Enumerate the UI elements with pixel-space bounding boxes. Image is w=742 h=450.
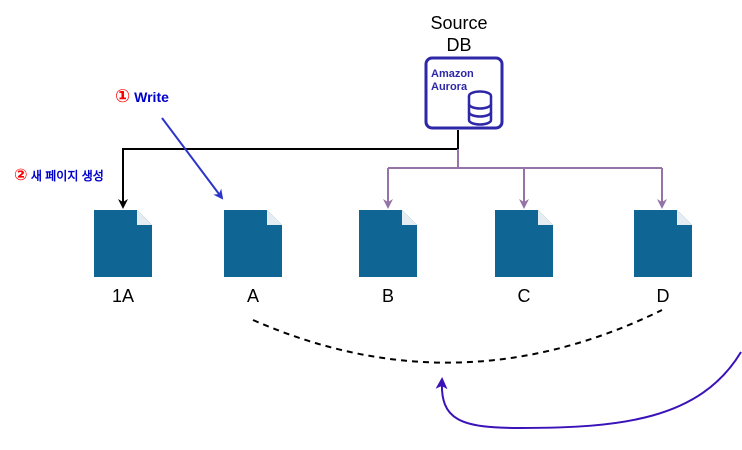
step2-label: ② 새 페이지 생성: [14, 165, 104, 185]
step1-number: ①: [115, 86, 131, 106]
write-arrow: [161, 117, 224, 200]
document-label-1a: 1A: [111, 286, 135, 306]
page-fold-icon: [677, 210, 692, 225]
document-1a: [94, 210, 152, 277]
step2-number: ②: [14, 167, 28, 184]
step1-label: ① Write: [115, 86, 169, 107]
new-page-connector: [118, 130, 459, 209]
source-db-line1: Source: [430, 13, 488, 33]
document-label-a: A: [246, 286, 259, 306]
aurora-logo-line1: Amazon: [431, 68, 474, 80]
document-a: [224, 210, 282, 277]
document-c: [495, 210, 553, 277]
amazon-aurora-icon: Amazon Aurora: [424, 56, 504, 130]
document-b: [359, 210, 417, 277]
step1-text: Write: [134, 89, 169, 105]
page-fold-icon: [267, 210, 282, 225]
document-label-c: C: [517, 286, 531, 306]
document-d: [634, 210, 692, 277]
page-group-dashed-curve: [252, 309, 663, 364]
document-label-d: D: [656, 286, 670, 306]
aurora-logo-line2: Aurora: [431, 81, 468, 93]
page-fold-icon: [137, 210, 152, 225]
source-db-line2: DB: [446, 35, 472, 55]
database-icon: [467, 90, 493, 126]
incoming-curve-arrow: [435, 351, 742, 430]
source-db-label: Source DB: [419, 12, 499, 56]
document-label-b: B: [381, 286, 394, 306]
replication-connectors: [383, 149, 667, 209]
step2-text: 새 페이지 생성: [30, 169, 104, 183]
page-fold-icon: [402, 210, 417, 225]
page-fold-icon: [538, 210, 553, 225]
